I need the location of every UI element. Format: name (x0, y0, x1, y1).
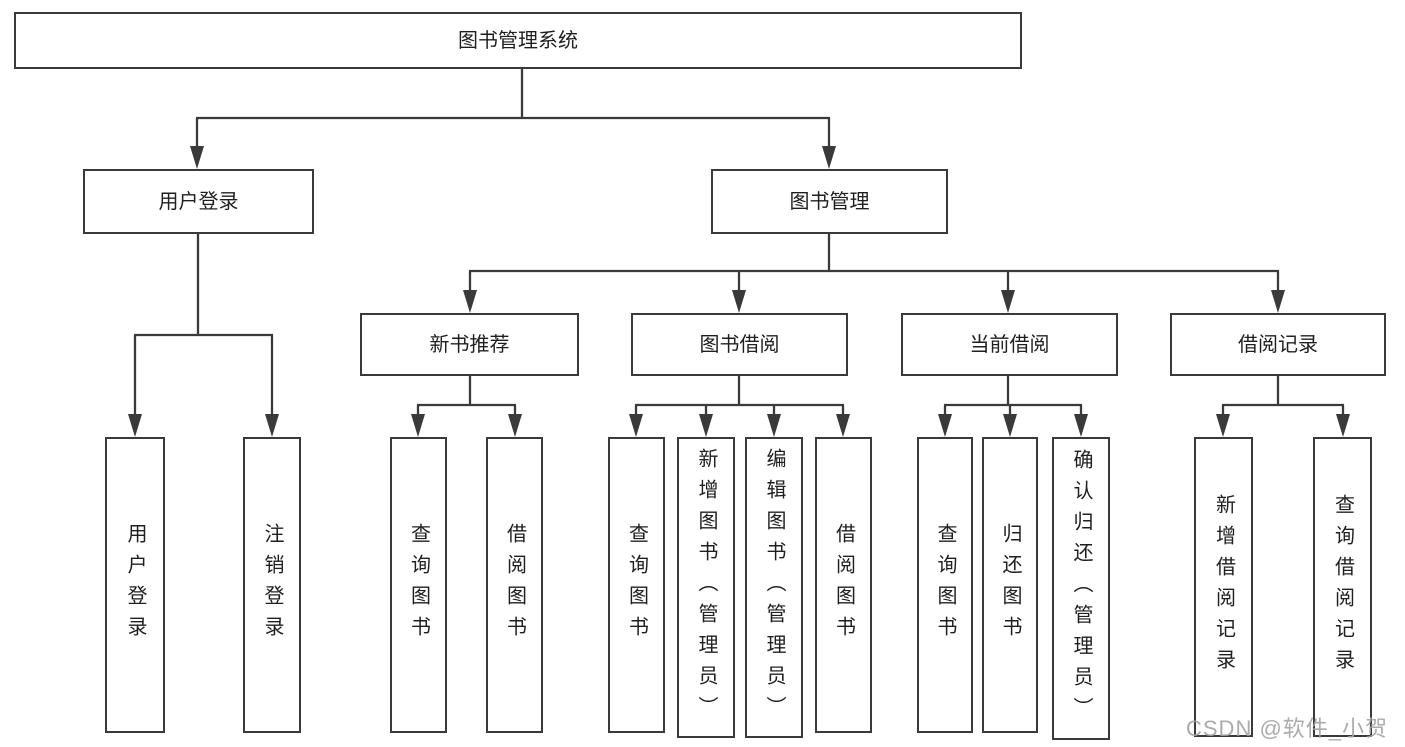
node-leaf-logout: 注销登录 (243, 437, 301, 733)
node-leaf-query-books-borrowing: 查询图书 (608, 437, 665, 733)
node-leaf-add-borrow-record: 新增借阅记录 (1194, 437, 1253, 737)
node-leaf-return-books: 归还图书 (982, 437, 1038, 733)
node-user-login-module: 用户登录 (83, 169, 314, 234)
node-leaf-borrow-books-borrowing: 借阅图书 (815, 437, 872, 733)
node-leaf-query-books-current: 查询图书 (917, 437, 973, 733)
node-leaf-borrow-books-recommend: 借阅图书 (486, 437, 543, 733)
node-leaf-confirm-return-admin: 确认归还（管理员） (1052, 437, 1110, 740)
node-leaf-query-borrow-record: 查询借阅记录 (1313, 437, 1372, 737)
node-new-book-recommend: 新书推荐 (360, 313, 579, 376)
node-leaf-add-books-admin: 新增图书（管理员） (677, 437, 735, 738)
node-leaf-user-login: 用户登录 (105, 437, 165, 733)
node-book-management-module: 图书管理 (711, 169, 948, 234)
node-leaf-query-books-recommend: 查询图书 (390, 437, 447, 733)
node-current-borrowing: 当前借阅 (901, 313, 1118, 376)
node-leaf-edit-books-admin: 编辑图书（管理员） (745, 437, 803, 738)
csdn-watermark: CSDN @软件_小贺同学 (1186, 716, 1389, 741)
node-borrowing-records: 借阅记录 (1170, 313, 1386, 376)
node-book-borrowing: 图书借阅 (631, 313, 848, 376)
node-root-system: 图书管理系统 (14, 12, 1022, 69)
